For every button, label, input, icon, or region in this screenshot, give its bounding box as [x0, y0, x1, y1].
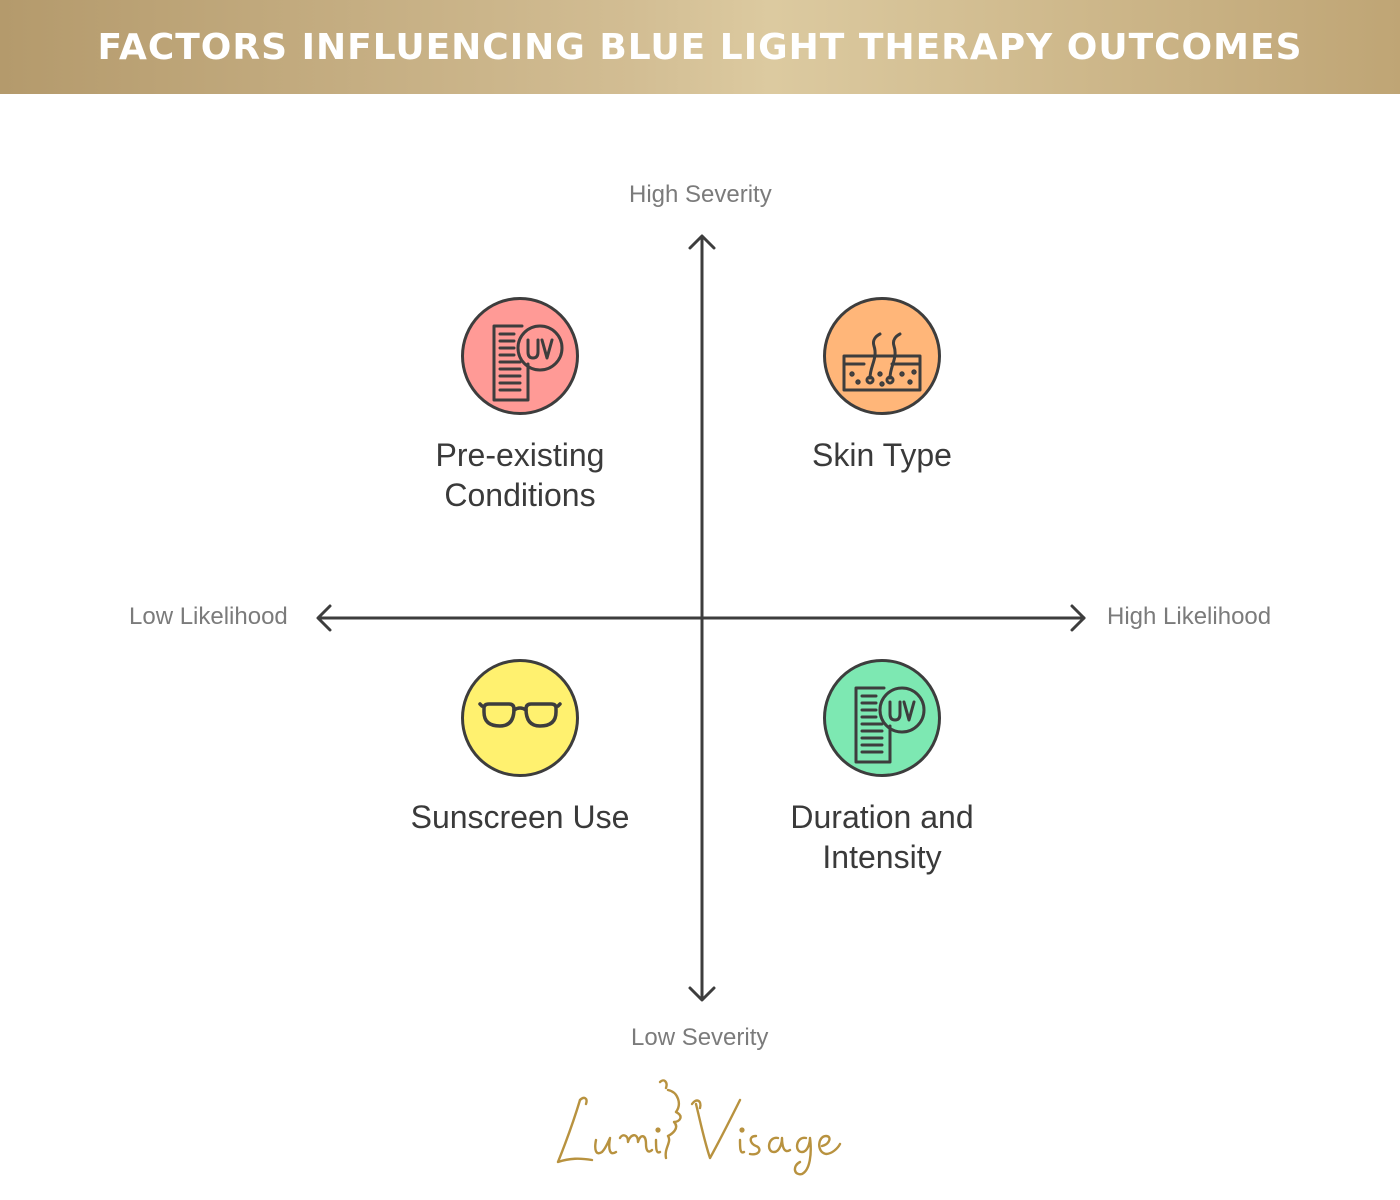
quadrant-label: Duration and Intensity: [790, 799, 974, 875]
title-banner: FACTORS INFLUENCING BLUE LIGHT THERAPY O…: [0, 0, 1400, 94]
lumi-visage-logo: [556, 1079, 842, 1176]
axis-label-low-likelihood: Low Likelihood: [129, 603, 288, 630]
page-title: FACTORS INFLUENCING BLUE LIGHT THERAPY O…: [97, 26, 1303, 68]
axis-label-low-severity: Low Severity: [631, 1024, 769, 1051]
down-arrow-head: [688, 986, 716, 1002]
quadrant-sunscreen-use: Sunscreen Use: [360, 659, 680, 837]
uv-document-icon: [461, 297, 579, 415]
right-arrow-head: [1070, 604, 1086, 632]
quadrant-label: Skin Type: [812, 437, 952, 473]
quadrant-pre-existing-conditions: Pre-existing Conditions: [360, 297, 680, 515]
uv-document-icon: [823, 659, 941, 777]
quadrant-skin-type: Skin Type: [722, 297, 1042, 475]
up-arrow-head: [688, 234, 716, 250]
left-arrow-head: [316, 604, 332, 632]
quadrant-label: Pre-existing Conditions: [435, 437, 605, 513]
quadrant-duration-and-intensity: Duration and Intensity: [722, 659, 1042, 877]
axis-label-high-likelihood: High Likelihood: [1107, 603, 1272, 630]
skin-hair-icon: [823, 297, 941, 415]
axis-label-high-severity: High Severity: [629, 181, 772, 208]
sunglasses-icon: [461, 659, 579, 777]
quadrant-label: Sunscreen Use: [410, 799, 630, 835]
